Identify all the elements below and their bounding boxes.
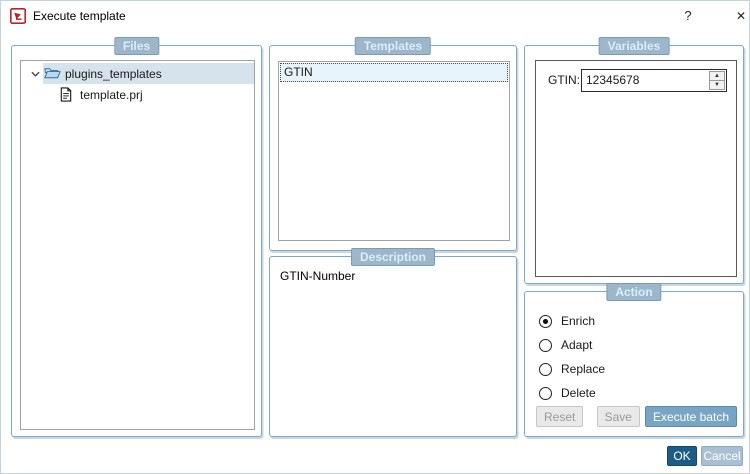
description-group-label: Description	[350, 248, 436, 266]
close-button[interactable]: ✕	[735, 9, 747, 23]
gtin-value[interactable]: 12345678	[586, 73, 640, 87]
radio-delete[interactable]: Delete	[539, 385, 596, 401]
list-item-gtin[interactable]: GTIN	[280, 63, 508, 82]
tree-item-template-prj[interactable]: template.prj	[21, 84, 254, 105]
save-button[interactable]: Save	[596, 406, 640, 427]
radio-unselected-icon	[539, 362, 552, 376]
document-icon	[59, 87, 76, 102]
spin-buttons: ▲ ▼	[709, 71, 725, 90]
action-group: Action Enrich Adapt Replace Delete Reset…	[524, 283, 744, 437]
action-button-row: Reset Save Execute batch	[536, 406, 737, 427]
description-text: GTIN-Number	[280, 269, 356, 283]
cancel-button[interactable]: Cancel	[701, 446, 743, 466]
folder-open-icon	[44, 66, 61, 81]
variable-row-gtin: GTIN: 12345678 ▲ ▼	[536, 69, 736, 92]
templates-group-label: Templates	[354, 37, 432, 55]
variables-panel: GTIN: 12345678 ▲ ▼	[535, 60, 737, 277]
ok-button[interactable]: OK	[667, 446, 697, 466]
templates-group: Templates GTIN	[269, 37, 517, 251]
files-group: Files plugins_templates	[11, 37, 262, 437]
execute-batch-button[interactable]: Execute batch	[644, 406, 737, 427]
tree-item-selection[interactable]: plugins_templates	[43, 63, 254, 84]
spin-down-button[interactable]: ▼	[709, 81, 725, 90]
description-group: Description GTIN-Number	[269, 248, 517, 437]
radio-replace[interactable]: Replace	[539, 361, 605, 377]
arrow-up-icon: ▲	[714, 73, 720, 79]
variables-group-label: Variables	[598, 37, 670, 55]
title-bar: Execute template ? ✕	[1, 1, 749, 31]
radio-unselected-icon	[539, 386, 552, 400]
radio-selected-icon	[539, 314, 552, 328]
radio-label: Enrich	[561, 314, 596, 328]
reset-button[interactable]: Reset	[536, 406, 584, 427]
arrow-down-icon: ▼	[714, 82, 720, 88]
gtin-field-label: GTIN:	[548, 73, 580, 87]
files-tree[interactable]: plugins_templates template.prj	[20, 60, 255, 430]
radio-label: Replace	[561, 362, 606, 376]
tree-item-label[interactable]: template.prj	[80, 87, 143, 102]
help-button[interactable]: ?	[684, 8, 692, 23]
radio-label: Adapt	[561, 338, 593, 352]
radio-adapt[interactable]: Adapt	[539, 337, 592, 353]
radio-unselected-icon	[539, 338, 552, 352]
variables-group: Variables GTIN: 12345678 ▲ ▼	[524, 37, 744, 284]
chevron-down-icon[interactable]	[27, 71, 43, 77]
spin-up-button[interactable]: ▲	[709, 71, 725, 81]
app-icon	[10, 8, 26, 24]
radio-label: Delete	[561, 386, 596, 400]
gtin-spinbox[interactable]: 12345678 ▲ ▼	[581, 69, 727, 92]
radio-enrich[interactable]: Enrich	[539, 313, 595, 329]
tree-item-label[interactable]: plugins_templates	[65, 66, 162, 81]
templates-list[interactable]: GTIN	[278, 61, 510, 241]
files-group-label: Files	[113, 37, 160, 55]
tree-item-plugins-templates[interactable]: plugins_templates	[21, 63, 254, 84]
action-group-label: Action	[606, 283, 662, 301]
window-title: Execute template	[33, 9, 126, 23]
